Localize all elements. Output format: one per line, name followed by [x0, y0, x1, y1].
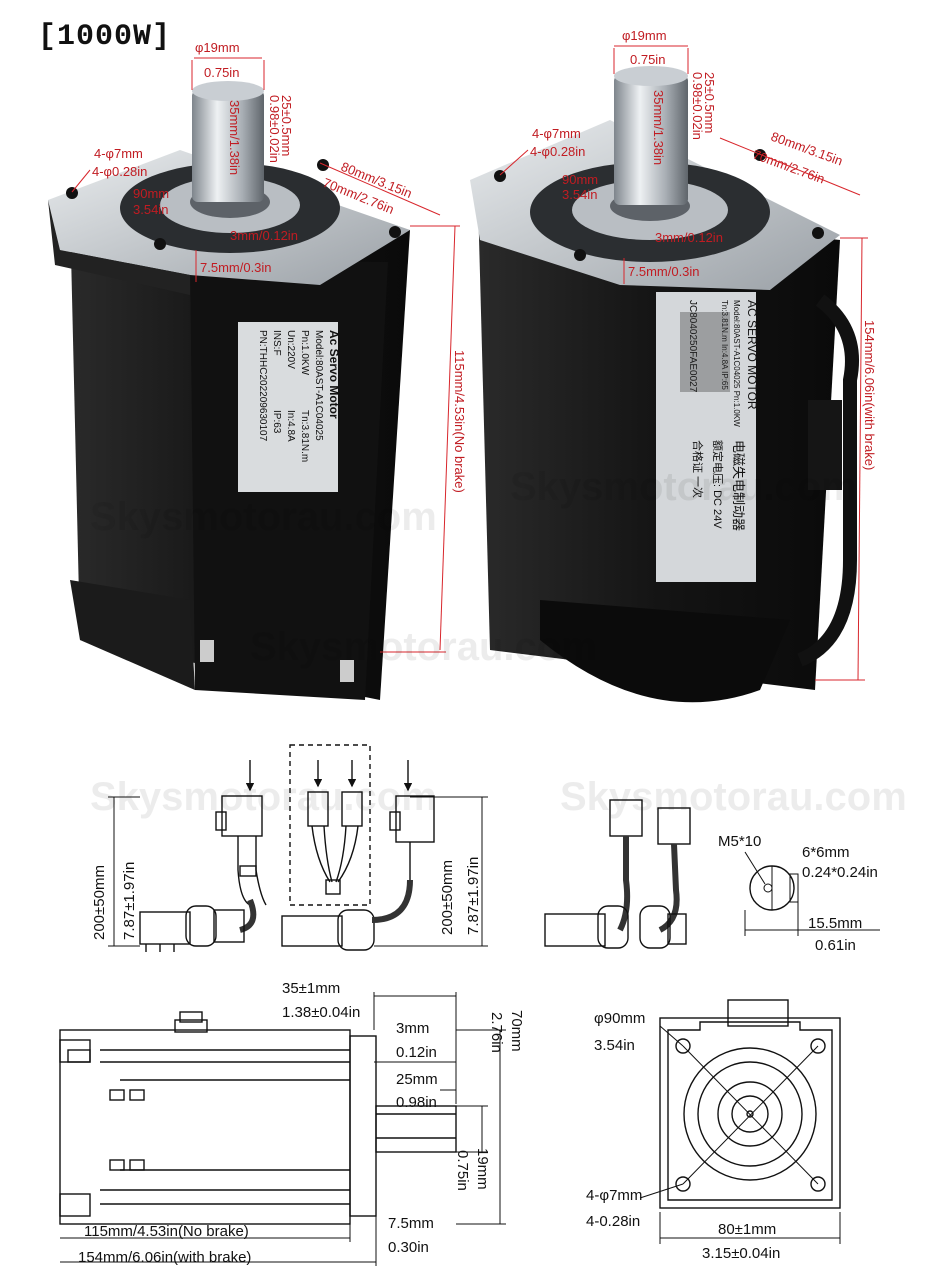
bolt-circle-in: 3.54in [594, 1037, 635, 1054]
mount-holes-in: 4-0.28in [586, 1213, 640, 1230]
label-ins-left: INS:F [271, 330, 282, 356]
dim-body-len-right: 154mm/6.06in(with brake) [862, 320, 877, 470]
key-spec-in: 0.24*0.24in [802, 864, 878, 881]
pilot-dia-in: 2.76in [488, 1012, 505, 1053]
dim-holes-in-right: 4-φ0.28in [530, 144, 585, 159]
dim-shaft-len-left: 35mm/1.38in [227, 100, 242, 175]
power-rating-title: [1000W] [38, 20, 172, 54]
dim-key-len-in-left: 0.98±0.02in [267, 95, 282, 163]
label-title-right: AC SERVO MOTOR [745, 300, 759, 410]
dim-key-len-right: 25±0.5mm [702, 72, 717, 133]
key-len-in: 0.98in [396, 1094, 437, 1111]
shaft-len: 35±1mm [282, 980, 340, 997]
flange-thick: 7.5mm [388, 1215, 434, 1232]
dim-pilot-right: 90mm [562, 172, 598, 187]
watermark-4: Skysmotorau.com [90, 775, 437, 819]
dim-flange-thick-right: 7.5mm/0.3in [628, 264, 700, 279]
step-len: 3mm [396, 1020, 429, 1037]
dim-shaft-dia-left: φ19mm [195, 40, 240, 55]
dim-shaft-dia-in-right: 0.75in [630, 52, 665, 67]
label-line1-right: Model:80AST-A1C04025 Pn:1.0KW [732, 300, 741, 427]
watermark-5: Skysmotorau.com [560, 775, 907, 819]
dim-shaft-dia-in-left: 0.75in [204, 65, 239, 80]
step-len-in: 0.12in [396, 1044, 437, 1061]
flange-thick-in: 0.30in [388, 1239, 429, 1256]
label-pn-left: Pn:1.0KW [299, 330, 310, 376]
dim-key-len-left: 25±0.5mm [279, 95, 294, 156]
dim-body-len-left: 115mm/4.53in(No brake) [452, 350, 467, 493]
dim-holes-right: 4-φ7mm [532, 126, 581, 141]
cable-len-mm-2: 200±50mm [439, 860, 456, 935]
flange-square: 80±1mm [718, 1221, 776, 1238]
label-part-right: JC8040250FAE0027 [687, 300, 698, 393]
label-cn2-right: 额定电压: DC 24V [711, 440, 725, 529]
dim-shaft-len-right: 35mm/1.38in [651, 90, 666, 165]
shaft-len-in: 1.38±0.04in [282, 1004, 360, 1021]
side-view-drawing [59, 992, 506, 1266]
dim-pilot-left: 90mm [133, 186, 169, 201]
cable-drawing-pair [544, 799, 691, 949]
label-in-left: In:4.8A [285, 410, 296, 442]
label-title-left: Ac Servo Motor [327, 330, 341, 419]
dim-shaft-dia-right: φ19mm [622, 28, 667, 43]
mount-holes: 4-φ7mm [586, 1187, 642, 1204]
length-no-brake: 115mm/4.53in(No brake) [84, 1223, 249, 1240]
dim-holes-left: 4-φ7mm [94, 146, 143, 161]
label-cn3-right: 合格证 一次 [691, 440, 705, 498]
key-len: 25mm [396, 1071, 438, 1088]
cable-drawing-encoder [108, 760, 267, 952]
watermark-3: Skysmotorau.com [250, 625, 597, 669]
front-view-drawing [639, 999, 841, 1244]
cable-drawing-brake [281, 744, 488, 951]
cable-len-mm-1: 200±50mm [91, 865, 108, 940]
label-model-left: Model:80AST-A1C04025 [313, 330, 324, 441]
dim-key-len-in-right: 0.98±0.02in [690, 72, 705, 140]
bolt-circle: φ90mm [594, 1010, 645, 1027]
label-part-left: PN:THHC202209630107 [257, 330, 268, 442]
flange-square-in: 3.15±0.04in [702, 1245, 780, 1262]
dim-flange-thick-left: 7.5mm/0.3in [200, 260, 272, 275]
shaft-end-detail: M5*10 6*6mm 0.24*0.24in 15.5mm 0.61in [718, 833, 880, 954]
label-un-left: Un:220V [285, 330, 296, 369]
shaft-dia-in: 0.75in [454, 1150, 471, 1191]
label-tn-left: Tn:3.81N.m [299, 410, 310, 462]
watermark-1: Skysmotorau.com [90, 495, 437, 539]
cable-len-in-2: 7.87±1.97in [465, 857, 482, 935]
dim-pilot-in-left: 3.54in [133, 202, 168, 217]
key-spec: 6*6mm [802, 844, 850, 861]
label-line2-right: Tn:3.81N.m In:4.8A IP:65 [720, 300, 729, 390]
key-depth: 15.5mm [808, 915, 862, 932]
dim-step-left: 3mm/0.12in [230, 228, 298, 243]
shaft-dia: 19mm [474, 1148, 491, 1190]
pilot-dia: 70mm [508, 1010, 525, 1052]
dim-holes-in-left: 4-φ0.28in [92, 164, 147, 179]
length-with-brake: 154mm/6.06in(with brake) [78, 1249, 251, 1266]
label-ip-left: IP:63 [271, 410, 282, 434]
cable-len-in-1: 7.87±1.97in [121, 862, 138, 940]
dim-pilot-in-right: 3.54in [562, 187, 597, 202]
motor-photo-with-brake: AC SERVO MOTOR Model:80AST-A1C04025 Pn:1… [470, 28, 877, 703]
label-cn1-right: 电磁失电制动器 [731, 440, 746, 531]
thread-spec: M5*10 [718, 833, 761, 850]
watermark-2: Skysmotorau.com [510, 465, 857, 509]
motor-photo-no-brake: Ac Servo Motor Model:80AST-A1C04025 Pn:1… [48, 40, 467, 700]
dim-step-right: 3mm/0.12in [655, 230, 723, 245]
key-depth-in: 0.61in [815, 937, 856, 954]
